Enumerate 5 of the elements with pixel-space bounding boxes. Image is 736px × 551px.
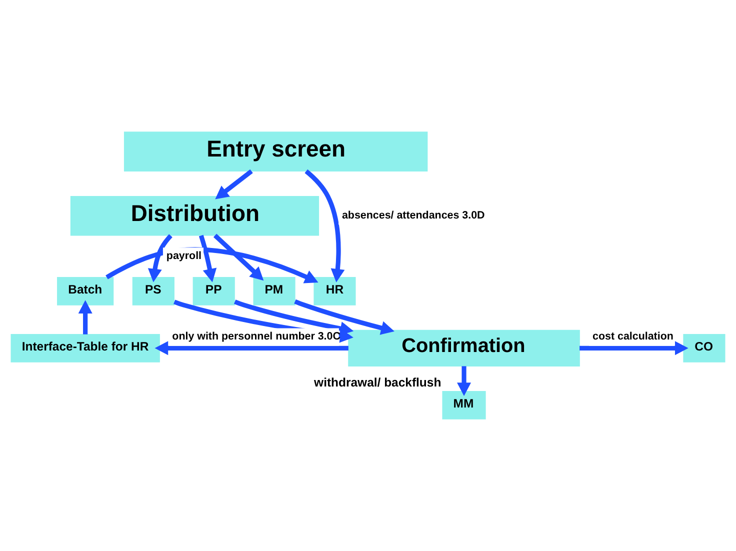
edge-label: payroll <box>166 250 202 262</box>
edge-label: cost calculation <box>592 330 674 343</box>
node-label: withdrawal/ backflush <box>314 376 442 390</box>
edge-label: absences/ attendances 3.0D <box>342 209 485 222</box>
edge-label: only with personnel number 3.0C <box>172 330 340 343</box>
